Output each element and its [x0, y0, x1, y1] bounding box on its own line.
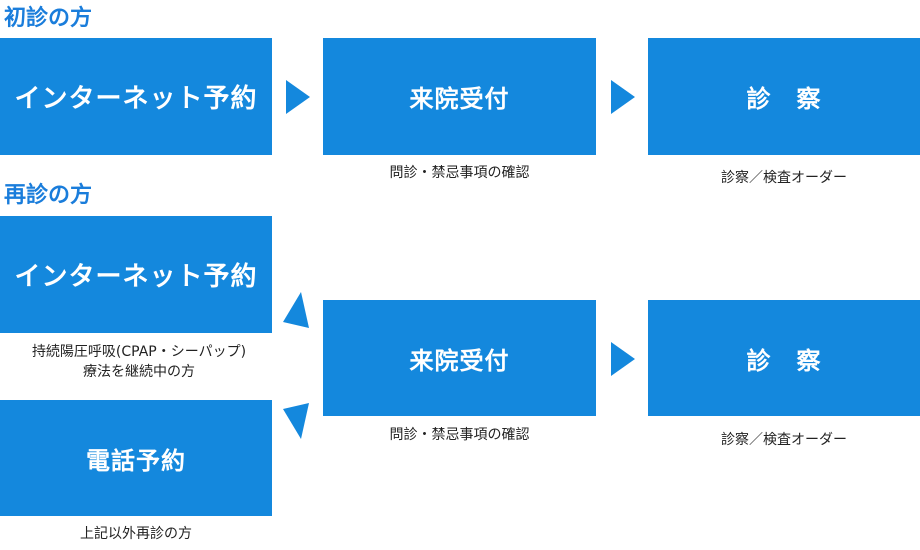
arrow-diagonal-shape — [283, 292, 309, 328]
return-visit-phone-reservation-box: 電話予約 — [0, 400, 272, 516]
first-visit-exam-box: 診 察 — [648, 38, 920, 155]
return-visit-internet-reservation-box: インターネット予約 — [0, 216, 272, 333]
arrow-right-icon — [286, 80, 310, 114]
arrow-right-shape — [611, 342, 635, 376]
arrow-right-shape — [611, 80, 635, 114]
arrow-diagonal-up-right-icon — [283, 403, 309, 439]
return-visit-reception-box: 来院受付 — [323, 300, 596, 416]
return-visit-exam-box: 診 察 — [648, 300, 920, 416]
first-visit-exam-note: 診察／検査オーダー — [721, 170, 847, 186]
return-visit-internet-note: 持続陽圧呼吸(CPAP・シーパップ) 療法を継続中の方 — [31, 344, 247, 380]
first-visit-reception-note: 問診・禁忌事項の確認 — [389, 165, 530, 181]
arrow-diagonal-down-right-icon — [283, 292, 309, 328]
first-visit-heading: 初診の方 — [4, 6, 93, 31]
first-visit-reception-box: 来院受付 — [323, 38, 596, 155]
return-visit-reception-note: 問診・禁忌事項の確認 — [389, 427, 530, 443]
return-visit-heading: 再診の方 — [4, 183, 93, 208]
arrow-diagonal-shape — [283, 403, 309, 439]
return-visit-phone-note: 上記以外再診の方 — [80, 526, 192, 542]
arrow-right-icon — [611, 342, 635, 376]
first-visit-internet-reservation-box: インターネット予約 — [0, 38, 272, 155]
arrow-right-shape — [286, 80, 310, 114]
arrow-right-icon — [611, 80, 635, 114]
return-visit-exam-note: 診察／検査オーダー — [721, 432, 847, 448]
